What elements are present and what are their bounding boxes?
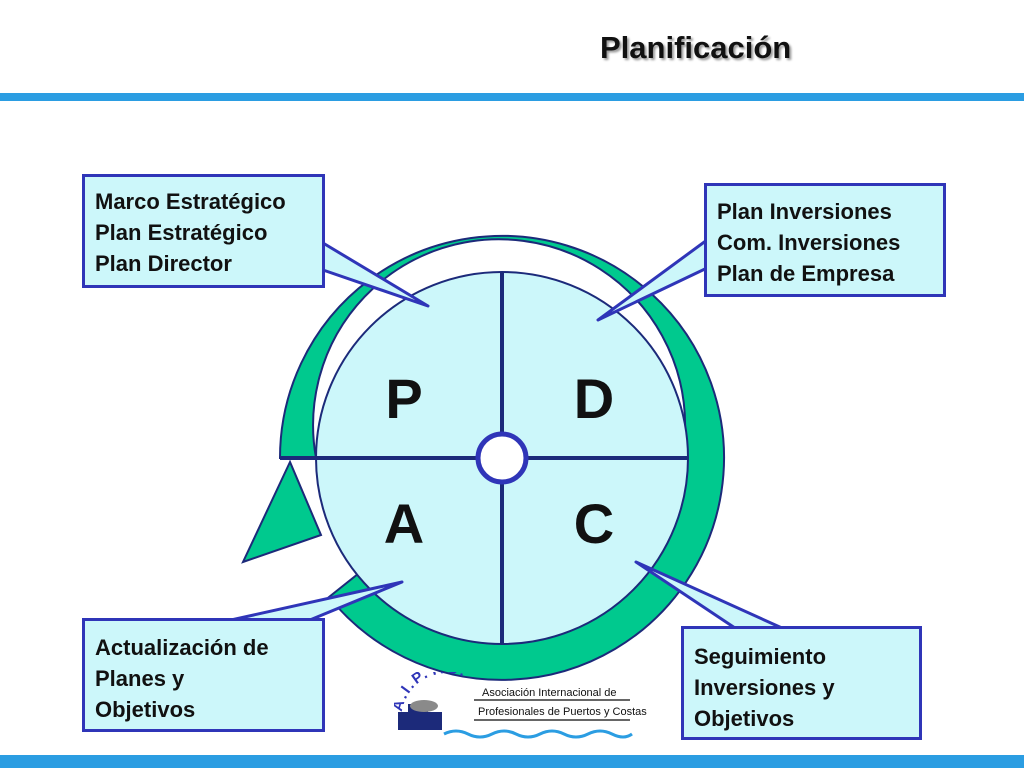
quadrant-letter-c: C [574,492,614,555]
callout-act: Actualización de Planes y Objetivos [82,618,325,732]
logo-line-1: Asociación Internacional de [482,687,617,699]
cycle-ring [278,234,725,681]
callout-check: Seguimiento Inversiones y Objetivos [681,626,922,740]
callout-do-line-1: Plan Inversiones [717,199,892,224]
callout-act-line-2: Planes y [95,666,185,691]
callout-plan-line-2: Plan Estratégico [95,220,268,245]
callout-plan-line-3: Plan Director [95,251,232,276]
page-title: Planificación [600,30,792,65]
center-hub [475,431,529,485]
callout-pointer-plan [321,241,430,308]
aipyc-logo: A.I.P.Y.C. Asociación Internacional de P… [394,672,647,742]
callout-check-line-1: Seguimiento [694,644,827,669]
callout-do: Plan Inversiones Com. Inversiones Plan d… [704,183,946,297]
quadrant-letter-a: A [384,492,424,555]
logo-pier-icon [398,712,442,730]
callout-check-line-3: Objetivos [694,706,795,731]
callout-check-line-2: Inversiones y [694,675,835,700]
quadrant-letter-p: P [385,367,422,430]
callout-act-line-3: Objetivos [95,697,196,722]
quadrant-letter-d: D [574,367,614,430]
cycle-arrow-head [241,459,323,564]
logo-wave [443,729,633,739]
callout-plan-line-1: Marco Estratégico [95,189,286,214]
callout-do-line-3: Plan de Empresa [717,261,895,286]
title-underline-bar [0,93,1024,101]
callout-do-line-2: Com. Inversiones [717,230,901,255]
callout-plan: Marco Estratégico Plan Estratégico Plan … [82,174,325,288]
footer-bar [0,755,1024,768]
logo-line-2: Profesionales de Puertos y Costas [478,706,647,718]
callout-act-line-1: Actualización de [95,635,269,660]
